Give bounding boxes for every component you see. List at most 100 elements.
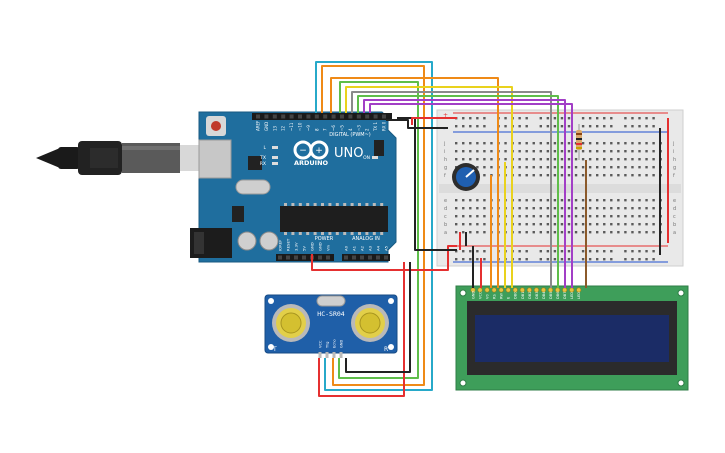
bb-row-letter: d	[444, 206, 447, 212]
digital-pin-label: ~9	[306, 125, 311, 131]
digital-pin-label: RX 0	[382, 121, 387, 131]
lcd-pin-label: DB7	[563, 291, 567, 299]
bb-row-letter: c	[444, 214, 447, 220]
digital-pin-label: ~10	[298, 122, 303, 131]
lcd-pin-label: DB6	[556, 291, 560, 299]
analog-pin-hole[interactable]	[360, 255, 364, 260]
digital-pin-hole[interactable]	[256, 114, 260, 119]
wire-black-top	[386, 119, 448, 129]
sensor-pin[interactable]	[339, 352, 343, 358]
rail-plus-label: +	[443, 112, 448, 119]
power-header-label: POWER	[315, 236, 334, 242]
lcd-pin[interactable]	[498, 287, 504, 293]
bb-row-letter: c	[673, 214, 676, 220]
lcd-pin[interactable]	[484, 287, 490, 293]
digital-pin-hole[interactable]	[331, 114, 336, 119]
power-pin-hole[interactable]	[318, 255, 322, 260]
bb-row-letter: i	[444, 149, 445, 155]
bb-row-letter: j	[443, 141, 445, 147]
wire-black-gnd	[397, 117, 457, 251]
digital-pin-hole[interactable]	[272, 114, 277, 119]
digital-pin-hole[interactable]	[323, 114, 328, 119]
lcd-pin-label: DB0	[514, 291, 518, 299]
usb-cable	[36, 141, 202, 175]
analog-pin-label: A1	[352, 245, 357, 251]
wire-black-sensor	[345, 262, 411, 373]
digital-pin-label: TX 1	[373, 122, 378, 132]
sensor-pin[interactable]	[318, 352, 322, 358]
lcd-pin[interactable]	[519, 287, 525, 293]
digital-pin-hole[interactable]	[340, 114, 344, 119]
power-pin-hole[interactable]	[302, 255, 306, 260]
lcd-pin[interactable]	[526, 287, 532, 293]
power-pin-hole[interactable]	[294, 255, 298, 260]
sensor-pin-label: VCC	[318, 340, 322, 348]
bb-row-letter: a	[673, 230, 676, 236]
digital-pin-label: ~3	[356, 125, 361, 131]
lcd-pin[interactable]	[491, 287, 497, 293]
wire-yellow	[345, 86, 513, 288]
bb-row-letter: h	[444, 157, 447, 163]
digital-pin-label: 12	[281, 125, 286, 131]
sensor-pin[interactable]	[325, 352, 329, 358]
lcd-pin-label: VCC	[478, 291, 482, 299]
digital-pin-hole[interactable]	[348, 114, 353, 119]
lcd-pin[interactable]	[540, 287, 546, 293]
sensor-pin[interactable]	[332, 352, 336, 358]
analog-pin-hole[interactable]	[352, 255, 356, 260]
bb-row-letter: e	[673, 198, 676, 204]
digital-pin-hole[interactable]	[289, 114, 294, 119]
power-pin-label: 5V	[302, 246, 307, 251]
digital-header-label: DIGITAL (PWM~)	[329, 132, 371, 138]
digital-pin-label: ~5	[340, 125, 345, 131]
digital-pin-hole[interactable]	[306, 114, 311, 119]
lcd-pin-label: DB4	[542, 291, 546, 299]
analog-pin-hole[interactable]	[368, 255, 372, 260]
lcd-pin-label: DB2	[528, 291, 532, 299]
power-pin-label: Vin	[326, 244, 331, 251]
lcd-pin[interactable]	[512, 287, 518, 293]
bb-row-letter: e	[444, 198, 447, 204]
potentiometer[interactable]	[452, 163, 480, 191]
bb-row-letter: g	[444, 165, 447, 171]
sensor-t-label: T	[272, 346, 277, 353]
digital-pin-hole[interactable]	[373, 114, 378, 119]
lcd-pin-label: DB3	[535, 291, 539, 299]
digital-pin-label: 13	[272, 125, 277, 131]
power-pin-hole[interactable]	[286, 255, 290, 260]
digital-pin-hole[interactable]	[298, 114, 302, 119]
power-pin-hole[interactable]	[326, 255, 330, 260]
power-pin-label: IOREF	[278, 240, 283, 251]
lcd-pin[interactable]	[505, 287, 511, 293]
analog-pin-hole[interactable]	[344, 255, 348, 260]
digital-pin-hole[interactable]	[314, 114, 319, 119]
lcd-pin[interactable]	[576, 287, 582, 293]
digital-pin-hole[interactable]	[281, 114, 286, 119]
lcd-pin[interactable]	[533, 287, 539, 293]
arduino-brand-label: ARDUINO	[294, 159, 329, 167]
bb-row-letter: b	[444, 222, 447, 228]
bb-row-letter: i	[673, 149, 674, 155]
analog-pin-hole[interactable]	[384, 255, 388, 260]
digital-pin-hole[interactable]	[356, 114, 361, 119]
wire-purple-2	[369, 103, 573, 288]
lcd-pin[interactable]	[569, 287, 575, 293]
sensor-r-label: R	[384, 346, 388, 353]
power-pin-label: GND	[318, 242, 323, 251]
digital-pin-hole[interactable]	[365, 114, 370, 119]
digital-pin-hole[interactable]	[264, 114, 269, 119]
transmitter	[272, 304, 310, 342]
analog-pin-hole[interactable]	[376, 255, 380, 260]
sensor-name-label: HC-SR04	[317, 310, 344, 318]
lcd-pin-label: E	[507, 296, 511, 299]
digital-pin-label: 4	[348, 128, 353, 131]
digital-pin-hole[interactable]	[382, 114, 386, 119]
digital-pin-label: GND	[264, 122, 269, 131]
lcd-pin-label: DB1	[521, 291, 525, 299]
analog-pin-label: A5	[384, 245, 389, 251]
wire-green-sensor	[338, 81, 419, 379]
power-pin-hole[interactable]	[278, 255, 282, 260]
